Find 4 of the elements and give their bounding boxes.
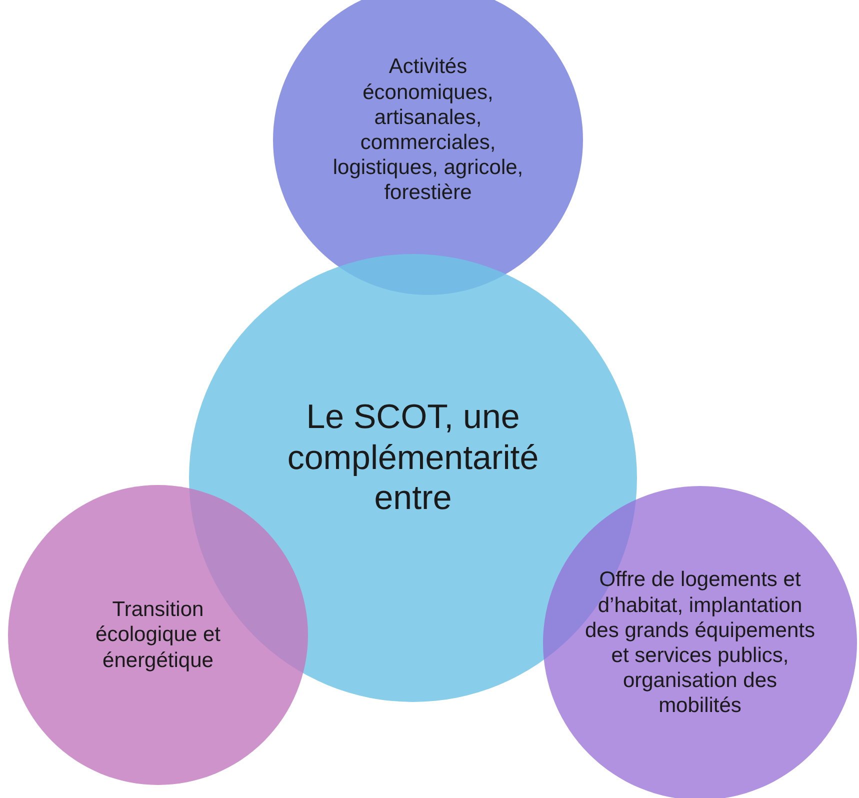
circle-label: Transition écologique et énergétique	[94, 597, 222, 673]
circle-label: Activités économiques, artisanales, commerciales, logistiques, agricole, forestière	[332, 54, 524, 206]
circle-label: Offre de logements et d’habitat, implantation des grands équipements et services publics, organisation des mobilités	[585, 567, 815, 719]
circle-label: Le SCOT, une complémentarité entre	[286, 396, 540, 520]
